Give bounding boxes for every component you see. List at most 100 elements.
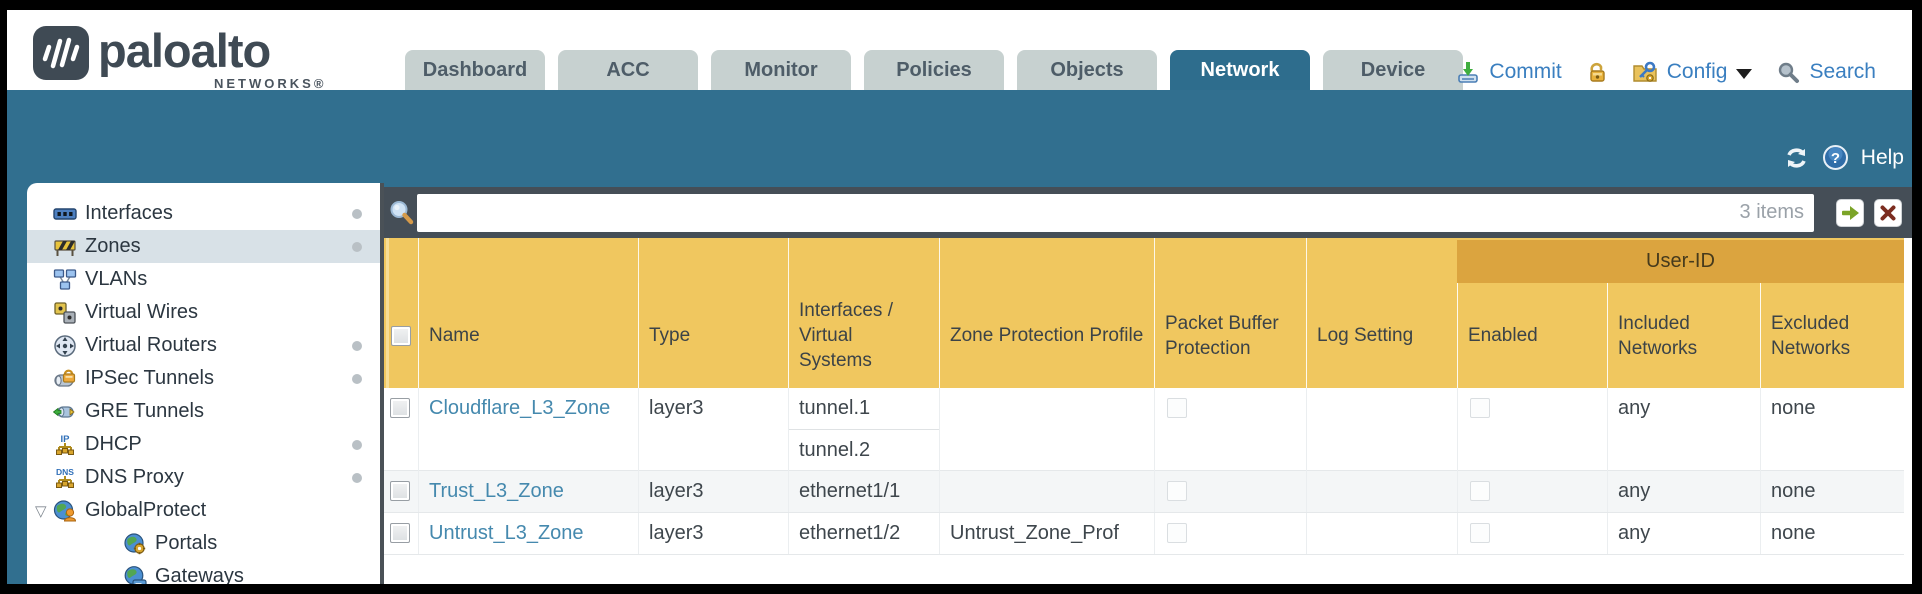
sidebar-item-globalprotect[interactable]: ▽ GlobalProtect xyxy=(27,494,380,527)
zones-icon xyxy=(53,235,77,259)
zone-type-cell: layer3 xyxy=(638,471,788,512)
paloalto-logo-icon xyxy=(33,26,89,80)
tab-acc[interactable]: ACC xyxy=(558,50,698,90)
packet-buffer-protection-checkbox[interactable] xyxy=(1167,481,1187,501)
zone-name-link[interactable]: Untrust_L3_Zone xyxy=(429,522,584,544)
sidebar-item-portals[interactable]: Portals xyxy=(27,527,380,560)
sidebar-item-label: VLANs xyxy=(85,268,148,290)
gre-tunnels-icon xyxy=(53,400,77,424)
sidebar-item-virtual-routers[interactable]: Virtual Routers xyxy=(27,329,380,362)
log-setting-cell xyxy=(1306,513,1457,554)
table-row-untrust-l3-zone: Untrust_L3_Zone layer3 ethernet1/2 Untru… xyxy=(384,513,1904,555)
lock-icon[interactable] xyxy=(1586,60,1608,84)
zone-protection-profile-cell xyxy=(939,388,1154,471)
column-header-type[interactable]: Type xyxy=(638,283,788,388)
sidebar-item-gre-tunnels[interactable]: GRE Tunnels xyxy=(27,395,380,428)
clear-filter-button[interactable] xyxy=(1874,198,1902,227)
refresh-icon[interactable] xyxy=(1783,145,1810,171)
svg-text:?: ? xyxy=(1831,150,1840,167)
sidebar-item-label: GlobalProtect xyxy=(85,499,207,521)
apply-filter-button[interactable] xyxy=(1836,198,1864,227)
column-header-zone-protection-profile[interactable]: Zone Protection Profile xyxy=(939,283,1154,388)
search-icon xyxy=(1776,60,1800,84)
filter-input[interactable] xyxy=(427,200,1740,225)
interface-entry: ethernet1/1 xyxy=(799,480,901,502)
user-id-enabled-checkbox[interactable] xyxy=(1470,523,1490,543)
caret-down-icon[interactable] xyxy=(1736,68,1753,79)
row-checkbox[interactable] xyxy=(390,398,410,418)
user-id-enabled-checkbox[interactable] xyxy=(1470,398,1490,418)
status-dot xyxy=(352,341,362,351)
panos-webui: paloalto NETWORKS® Dashboard ACC Monitor… xyxy=(7,10,1912,584)
virtual-wires-icon xyxy=(53,301,77,325)
config-icon xyxy=(1632,60,1658,84)
zone-name-link[interactable]: Trust_L3_Zone xyxy=(429,480,564,502)
expander-icon[interactable]: ▽ xyxy=(35,502,47,520)
row-checkbox[interactable] xyxy=(390,523,410,543)
zone-interfaces-cell: ethernet1/1 xyxy=(788,471,939,512)
log-setting-cell xyxy=(1306,471,1457,512)
svg-text:DNS: DNS xyxy=(56,467,74,477)
select-all-checkbox[interactable] xyxy=(391,325,411,346)
paloalto-logo: paloalto NETWORKS® xyxy=(33,26,328,91)
sidebar-item-label: DHCP xyxy=(85,433,142,455)
tab-policies[interactable]: Policies xyxy=(864,50,1004,90)
sidebar-item-dhcp[interactable]: IP DHCP xyxy=(27,428,380,461)
network-sidebar: Interfaces Zones VLANs Virtua xyxy=(27,183,380,584)
context-band: ? Help xyxy=(7,90,1912,183)
tab-network[interactable]: Network xyxy=(1170,50,1310,90)
column-header-packet-buffer-protection[interactable]: Packet Buffer Protection xyxy=(1154,283,1306,388)
interface-entry: ethernet1/2 xyxy=(799,522,901,544)
sidebar-item-label: Interfaces xyxy=(85,202,173,224)
config-link[interactable]: Config xyxy=(1666,60,1728,83)
sidebar-item-dns-proxy[interactable]: DNS DNS Proxy xyxy=(27,461,380,494)
sidebar-item-label: Portals xyxy=(155,532,218,554)
portals-icon xyxy=(123,532,147,556)
sidebar-item-vlans[interactable]: VLANs xyxy=(27,263,380,296)
row-checkbox[interactable] xyxy=(390,481,410,501)
tab-objects[interactable]: Objects xyxy=(1017,50,1157,90)
table-row-trust-l3-zone: Trust_L3_Zone layer3 ethernet1/1 any non… xyxy=(384,471,1904,513)
sidebar-item-ipsec-tunnels[interactable]: IPSec Tunnels xyxy=(27,362,380,395)
packet-buffer-protection-checkbox[interactable] xyxy=(1167,523,1187,543)
sidebar-item-label: DNS Proxy xyxy=(85,466,184,488)
vlans-icon xyxy=(53,268,77,292)
column-header-included-networks[interactable]: Included Networks xyxy=(1607,283,1760,388)
items-count: 3 items xyxy=(1739,201,1804,223)
log-setting-cell xyxy=(1306,388,1457,471)
column-header-name[interactable]: Name xyxy=(418,283,638,388)
column-header-excluded-networks[interactable]: Excluded Networks xyxy=(1760,283,1904,388)
user-id-enabled-checkbox[interactable] xyxy=(1470,481,1490,501)
help-icon[interactable]: ? xyxy=(1822,144,1849,171)
search-link[interactable]: Search xyxy=(1809,60,1876,83)
tab-device[interactable]: Device xyxy=(1323,50,1463,90)
tab-dashboard[interactable]: Dashboard xyxy=(405,50,545,90)
gateways-icon xyxy=(123,565,147,584)
sidebar-item-gateways[interactable]: Gateways xyxy=(27,560,380,584)
column-header-enabled[interactable]: Enabled xyxy=(1457,283,1607,388)
column-header-interfaces[interactable]: Interfaces / Virtual Systems xyxy=(788,283,939,388)
excluded-networks-cell: none xyxy=(1760,388,1904,471)
zone-interfaces-cell: ethernet1/2 xyxy=(788,513,939,554)
sidebar-item-virtual-wires[interactable]: Virtual Wires xyxy=(27,296,380,329)
sidebar-item-zones[interactable]: Zones xyxy=(27,230,380,263)
status-dot xyxy=(352,209,362,219)
svg-text:IP: IP xyxy=(61,434,71,445)
sidebar-item-interfaces[interactable]: Interfaces xyxy=(27,197,380,230)
status-dot xyxy=(352,440,362,450)
zones-table-body: Cloudflare_L3_Zone layer3 tunnel.1 tunne… xyxy=(384,388,1904,555)
commit-icon xyxy=(1456,60,1480,84)
tab-monitor[interactable]: Monitor xyxy=(711,50,851,90)
included-networks-cell: any xyxy=(1607,471,1760,512)
sidebar-item-label: IPSec Tunnels xyxy=(85,367,214,389)
globalprotect-icon xyxy=(53,499,77,523)
ipsec-tunnels-icon xyxy=(53,367,77,391)
dns-proxy-icon: DNS xyxy=(53,466,77,490)
commit-link[interactable]: Commit xyxy=(1489,60,1562,83)
packet-buffer-protection-checkbox[interactable] xyxy=(1167,398,1187,418)
zone-name-link[interactable]: Cloudflare_L3_Zone xyxy=(429,397,611,419)
left-gutter xyxy=(7,183,27,584)
help-label[interactable]: Help xyxy=(1860,145,1904,169)
column-header-log-setting[interactable]: Log Setting xyxy=(1306,283,1457,388)
